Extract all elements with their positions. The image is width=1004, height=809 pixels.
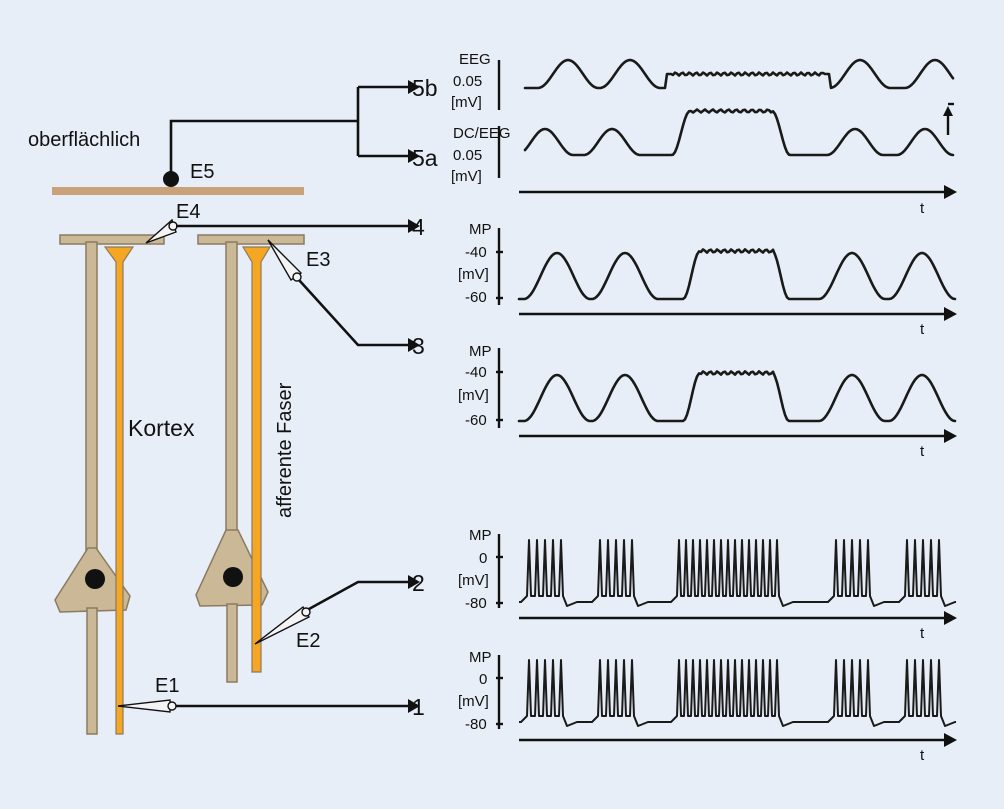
trace-eeg-5b: EEG 0.05 [mV] — [451, 51, 955, 111]
trace-mp-slow-2: MP -40 [mV] -60 t — [458, 343, 957, 460]
label-out-4: 4 — [412, 214, 425, 240]
ylabel-value: 0.05 — [453, 73, 482, 90]
ylabel-minus40: -40 — [465, 364, 487, 381]
e1-electrode — [117, 699, 171, 713]
label-out-3: 3 — [412, 333, 425, 359]
nucleus-2 — [223, 567, 243, 587]
xlabel-t: t — [920, 200, 925, 217]
eeg-trace-5b — [523, 58, 955, 90]
ylabel-mp: MP — [469, 527, 492, 544]
ylabel-zero: 0 — [479, 671, 487, 688]
arrowhead-5b — [408, 80, 420, 94]
ylabel-unit: [mV] — [458, 693, 489, 710]
ylabel-unit: [mV] — [451, 94, 482, 111]
xlabel-t: t — [920, 747, 925, 764]
label-e1: E1 — [155, 675, 179, 697]
label-e2: E2 — [296, 630, 320, 652]
label-cortex: Kortex — [128, 415, 195, 441]
recordings-panel: EEG 0.05 [mV] DC/EEG 0.05 [mV] t MP -40 … — [451, 51, 957, 764]
ylabel-unit: [mV] — [458, 572, 489, 589]
e2-wire — [308, 580, 408, 611]
label-afferent-fiber: afferente Faser — [274, 382, 296, 518]
ylabel-mp: MP — [469, 649, 492, 666]
ylabel-minus60: -60 — [465, 412, 487, 429]
ylabel-minus80: -80 — [465, 595, 487, 612]
e3-wire — [298, 279, 408, 347]
label-5a: 5a — [412, 145, 438, 171]
e5-wire — [169, 85, 408, 178]
label-superficial: oberflächlich — [28, 129, 140, 151]
ylabel-dceeg: DC/EEG — [453, 125, 511, 142]
dceeg-trace-5a — [523, 108, 955, 157]
label-out-1: 1 — [412, 694, 425, 720]
ylabel-minus80: -80 — [465, 716, 487, 733]
label-e4: E4 — [176, 201, 200, 223]
label-5b: 5b — [412, 75, 438, 101]
spike-trace-2 — [519, 539, 956, 607]
spike-trace-1 — [519, 659, 956, 727]
ylabel-unit: [mV] — [451, 168, 482, 185]
ylabel-minus60: -60 — [465, 289, 487, 306]
ylabel-minus40: -40 — [465, 244, 487, 261]
afferent-fiber-1 — [103, 246, 135, 735]
xlabel-t: t — [920, 625, 925, 642]
ylabel-unit: [mV] — [458, 266, 489, 283]
ylabel-mp: MP — [469, 221, 492, 238]
trace-mp-spikes-2: MP 0 [mV] -80 t — [458, 527, 957, 642]
label-e5: E5 — [190, 161, 214, 183]
xlabel-t: t — [920, 443, 925, 460]
arrowhead-5a — [408, 149, 420, 163]
cortex-schematic: 5b 5a oberflächlich E5 — [28, 75, 438, 735]
xlabel-t: t — [920, 321, 925, 338]
ylabel-unit: [mV] — [458, 387, 489, 404]
trace-mp-spikes-1: MP 0 [mV] -80 t — [458, 649, 957, 764]
ylabel-zero: 0 — [479, 550, 487, 567]
mp-trace-slow-2 — [517, 370, 957, 423]
ylabel-mp: MP — [469, 343, 492, 360]
ylabel-value: 0.05 — [453, 147, 482, 164]
label-out-2: 2 — [412, 570, 425, 596]
afferent-fiber-2 — [241, 246, 272, 673]
e5-electrode — [163, 171, 179, 187]
mp-trace-slow-1 — [517, 248, 957, 301]
cortical-surface — [52, 187, 304, 195]
trace-dceeg-5a: DC/EEG 0.05 [mV] t — [451, 102, 957, 217]
pyramidal-neuron-2 — [195, 234, 305, 683]
trace-mp-slow-1: MP -40 [mV] -60 t — [458, 221, 957, 338]
label-e3: E3 — [306, 249, 330, 271]
ylabel-eeg: EEG — [459, 51, 491, 68]
nucleus-1 — [85, 569, 105, 589]
pyramidal-neuron-1 — [54, 234, 165, 735]
